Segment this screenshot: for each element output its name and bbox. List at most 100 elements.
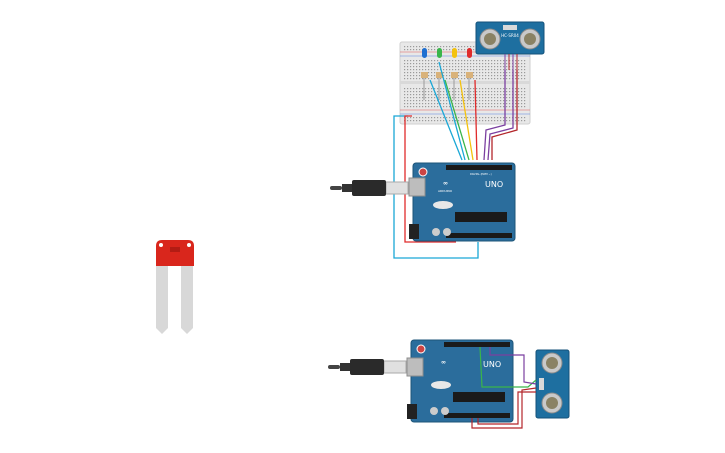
breadboard-hole (437, 91, 439, 93)
breadboard-hole (461, 106, 463, 108)
breadboard-hole (476, 97, 478, 99)
breadboard-hole (467, 78, 469, 80)
breadboard-hole (404, 72, 406, 74)
breadboard-hole (455, 46, 457, 48)
breadboard-hole (473, 117, 475, 119)
breadboard-hole (419, 63, 421, 65)
breadboard-hole (503, 63, 505, 65)
ultrasonic-sensor-bottom[interactable] (535, 349, 570, 419)
breadboard-hole (431, 78, 433, 80)
reset-button-bottom[interactable] (416, 344, 426, 354)
breadboard-hole (419, 49, 421, 51)
breadboard-hole (476, 75, 478, 77)
breadboard-hole (449, 78, 451, 80)
breadboard-hole (455, 88, 457, 90)
breadboard-hole (422, 103, 424, 105)
breadboard-hole (494, 117, 496, 119)
breadboard-hole (494, 66, 496, 68)
breadboard-hole (467, 120, 469, 122)
breadboard-hole (422, 46, 424, 48)
ultrasonic-sensor-top[interactable]: HC-SR04 (475, 21, 545, 55)
breadboard-hole (464, 103, 466, 105)
breadboard-hole (440, 60, 442, 62)
breadboard-hole (485, 75, 487, 77)
breadboard-hole (521, 97, 523, 99)
breadboard-hole (491, 106, 493, 108)
breadboard-hole (428, 117, 430, 119)
breadboard-hole (440, 100, 442, 102)
breadboard-hole (515, 117, 517, 119)
breadboard-hole (410, 72, 412, 74)
breadboard-hole (506, 94, 508, 96)
breadboard-hole (506, 91, 508, 93)
breadboard-hole (446, 117, 448, 119)
breadboard-hole (485, 72, 487, 74)
arduino-uno-top[interactable]: ∞ UNO ARDUINO DIGITAL (PWM ~) (408, 162, 516, 242)
breadboard-hole (491, 75, 493, 77)
breadboard-hole (452, 66, 454, 68)
breadboard-hole (515, 69, 517, 71)
breadboard[interactable] (399, 41, 531, 125)
breadboard-hole (509, 100, 511, 102)
breadboard-hole (434, 97, 436, 99)
breadboard-hole (425, 46, 427, 48)
breadboard-hole (407, 100, 409, 102)
breadboard-hole (410, 46, 412, 48)
breadboard-hole (473, 91, 475, 93)
breadboard-hole (491, 94, 493, 96)
breadboard-hole (413, 91, 415, 93)
ultrasonic-label: HC-SR04 (501, 33, 519, 38)
breadboard-hole (482, 120, 484, 122)
breadboard-hole (449, 117, 451, 119)
breadboard-hole (416, 120, 418, 122)
breadboard-hole (500, 117, 502, 119)
breadboard-hole (470, 78, 472, 80)
breadboard-hole (458, 94, 460, 96)
breadboard-hole (497, 60, 499, 62)
breadboard-hole (464, 88, 466, 90)
breadboard-hole (509, 63, 511, 65)
breadboard-hole (440, 88, 442, 90)
reset-button[interactable] (418, 167, 428, 177)
breadboard-hole (482, 97, 484, 99)
breadboard-hole (410, 120, 412, 122)
breadboard-hole (413, 88, 415, 90)
breadboard-hole (425, 100, 427, 102)
breadboard-hole (449, 63, 451, 65)
breadboard-hole (518, 117, 520, 119)
breadboard-hole (449, 72, 451, 74)
breadboard-hole (425, 78, 427, 80)
breadboard-hole (464, 60, 466, 62)
breadboard-hole (509, 66, 511, 68)
breadboard-hole (437, 88, 439, 90)
breadboard-hole (443, 46, 445, 48)
breadboard-hole (449, 60, 451, 62)
breadboard-hole (509, 117, 511, 119)
breadboard-hole (497, 100, 499, 102)
breadboard-hole (491, 103, 493, 105)
breadboard-hole (458, 120, 460, 122)
breadboard-hole (497, 69, 499, 71)
breadboard-hole (494, 91, 496, 93)
breadboard-hole (482, 69, 484, 71)
breadboard-hole (449, 88, 451, 90)
breadboard-hole (464, 72, 466, 74)
breadboard-hole (467, 91, 469, 93)
breadboard-hole (506, 100, 508, 102)
breadboard-hole (461, 78, 463, 80)
breadboard-hole (419, 97, 421, 99)
breadboard-hole (518, 78, 520, 80)
breadboard-hole (467, 60, 469, 62)
arduino-uno-bottom[interactable]: ∞ UNO (406, 339, 514, 423)
breadboard-hole (494, 106, 496, 108)
breadboard-hole (476, 103, 478, 105)
breadboard-hole (515, 72, 517, 74)
breadboard-hole (404, 63, 406, 65)
breadboard-hole (482, 100, 484, 102)
breadboard-hole (461, 75, 463, 77)
breadboard-hole (458, 97, 460, 99)
breadboard-hole (422, 69, 424, 71)
soil-moisture-sensor[interactable] (156, 240, 194, 334)
breadboard-hole (422, 78, 424, 80)
